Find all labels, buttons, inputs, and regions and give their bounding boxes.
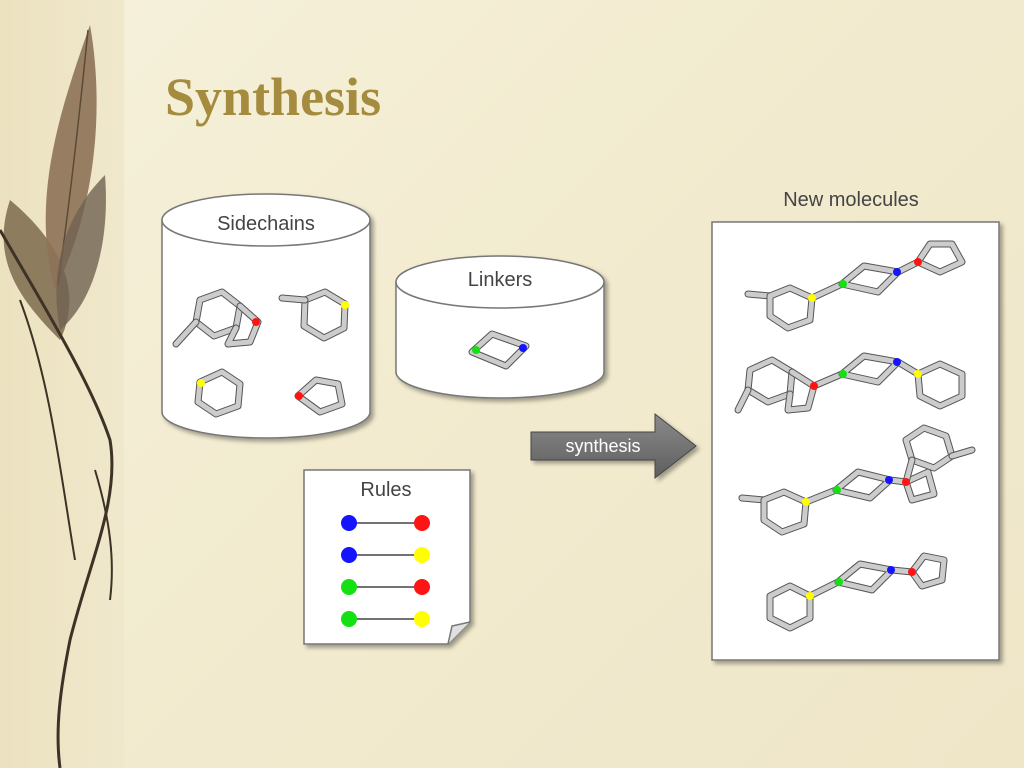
sidechain-thiabenzene — [194, 368, 244, 418]
rule-left-dot — [341, 547, 357, 563]
sidechains-label: Sidechains — [217, 213, 315, 235]
rule-row — [341, 515, 430, 531]
new-molecule-3 — [738, 424, 976, 536]
rules-list — [341, 515, 430, 627]
new-molecule-2 — [734, 352, 966, 414]
sidechain-benzofuran — [172, 288, 262, 348]
synthesis-arrow-label: synthesis — [565, 436, 640, 456]
rule-left-dot — [341, 579, 357, 595]
rules-label: Rules — [360, 479, 411, 501]
new-molecule-1 — [744, 240, 966, 332]
new-molecule-4 — [766, 552, 948, 632]
rule-right-dot — [414, 547, 430, 563]
leaf-decoration — [0, 25, 114, 768]
synthesis-arrow — [530, 412, 697, 480]
rule-right-dot — [414, 579, 430, 595]
rule-row — [341, 579, 430, 595]
sidechain-thiopyran — [278, 288, 349, 342]
rule-left-dot — [341, 515, 357, 531]
new-molecules-label: New molecules — [783, 189, 919, 211]
rule-left-dot — [341, 611, 357, 627]
page-title: Synthesis — [165, 67, 382, 127]
linkers-label: Linkers — [468, 269, 532, 291]
sidechain-furan — [294, 376, 346, 416]
rule-row — [341, 611, 430, 627]
rule-right-dot — [414, 611, 430, 627]
rules-document — [303, 469, 471, 645]
linker-molecule — [468, 330, 530, 370]
rule-row — [341, 547, 430, 563]
rule-right-dot — [414, 515, 430, 531]
